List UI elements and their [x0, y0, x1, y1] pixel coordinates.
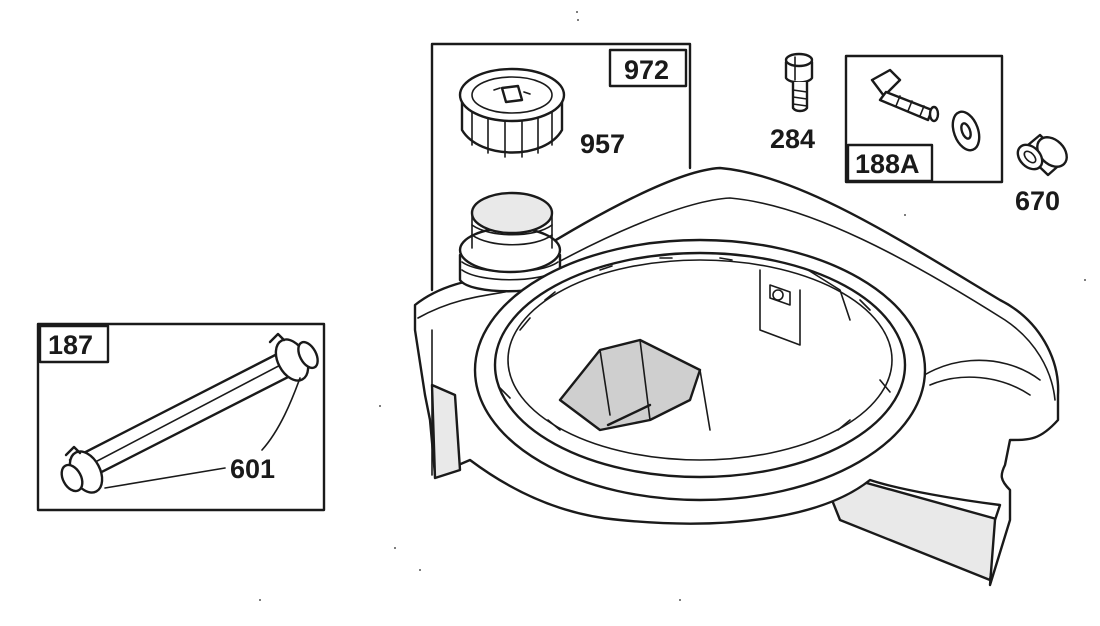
- part-label-188a: 188A: [855, 149, 920, 179]
- part-label-957: 957: [580, 129, 625, 159]
- part-label-601: 601: [230, 454, 275, 484]
- fuel-cap-drawing: [458, 67, 566, 158]
- part-label-187: 187: [48, 330, 93, 360]
- part-label-972: 972: [624, 55, 669, 85]
- print-specks: [259, 11, 1086, 601]
- bolt-drawing: [870, 68, 940, 123]
- part-label-284: 284: [770, 124, 815, 154]
- part-label-670: 670: [1015, 186, 1060, 216]
- screw-drawing: [784, 52, 814, 113]
- fuel-line-drawing: [60, 332, 319, 494]
- washer-drawing: [951, 110, 981, 152]
- fuel-tank-drawing: [413, 166, 1060, 587]
- bushing-drawing: [1016, 133, 1068, 177]
- cap-kit-box: 972: [430, 42, 692, 292]
